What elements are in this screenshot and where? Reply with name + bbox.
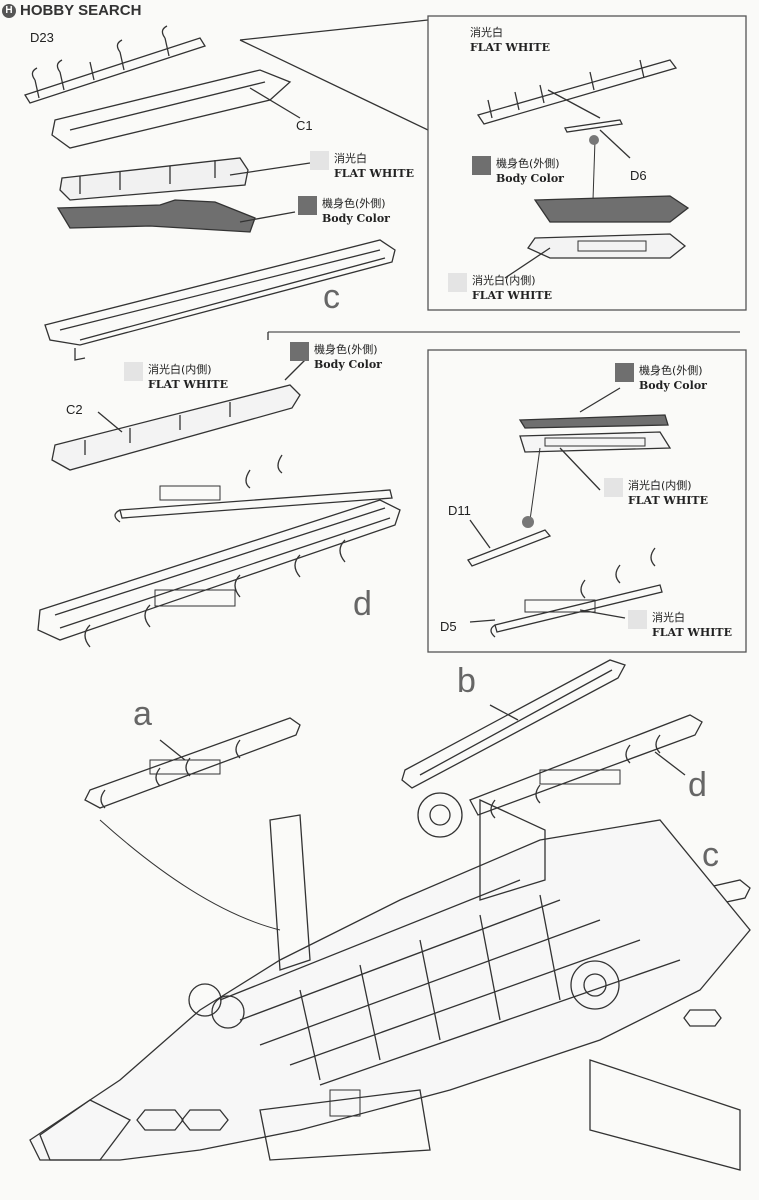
subassembly-d-label: d <box>353 585 372 623</box>
label-d5: D5 <box>440 619 457 634</box>
aircraft-assembly-drawing <box>29 659 751 1171</box>
body-color-swatch <box>290 342 309 361</box>
label-c2: C2 <box>66 402 83 417</box>
paint-callout-flat-white-inner-1: 消光白(内側)FLAT WHITE <box>448 273 552 303</box>
flat-white-swatch <box>124 362 143 381</box>
paint-callout-body-color-4: 機身色(外側)Body Color <box>615 363 707 393</box>
label-d11: D11 <box>448 503 471 518</box>
subassembly-c-drawing <box>44 239 396 361</box>
label-d23: D23 <box>30 30 54 45</box>
body-color-swatch <box>298 196 317 215</box>
body-color-swatch <box>472 156 491 175</box>
paint-callout-body-color-1: 機身色(外側)Body Color <box>298 196 390 226</box>
part-c2-drawing <box>51 384 301 471</box>
label-c1: C1 <box>296 118 313 133</box>
paint-callout-flat-white-inner-3: 消光白(内側)FLAT WHITE <box>604 478 708 508</box>
subassembly-d-drawing <box>37 499 401 648</box>
flat-white-swatch <box>628 610 647 629</box>
flat-white-swatch <box>604 478 623 497</box>
paint-callout-body-color-3: 機身色(外側)Body Color <box>290 342 382 372</box>
hobby-search-logo-icon: H <box>2 3 16 18</box>
assembly-b-label: b <box>457 662 476 700</box>
subassembly-c-label: c <box>323 278 340 316</box>
assembly-a-label: a <box>133 695 152 733</box>
assembly-d-label: d <box>688 766 707 804</box>
paint-callout-body-color-2: 機身色(外側)Body Color <box>472 156 564 186</box>
flat-white-swatch <box>310 151 329 170</box>
paint-callout-flat-white-inner-2: 消光白(内側)FLAT WHITE <box>124 362 228 392</box>
label-d6: D6 <box>630 168 647 183</box>
watermark-text: HOBBY SEARCH <box>20 2 142 19</box>
part-d23-drawing <box>24 25 206 104</box>
part-c1-drawing <box>51 69 292 149</box>
assembly-c-label: c <box>702 836 719 874</box>
watermark: H HOBBY SEARCH <box>2 2 141 19</box>
flat-white-swatch <box>448 273 467 292</box>
body-color-swatch <box>615 363 634 382</box>
